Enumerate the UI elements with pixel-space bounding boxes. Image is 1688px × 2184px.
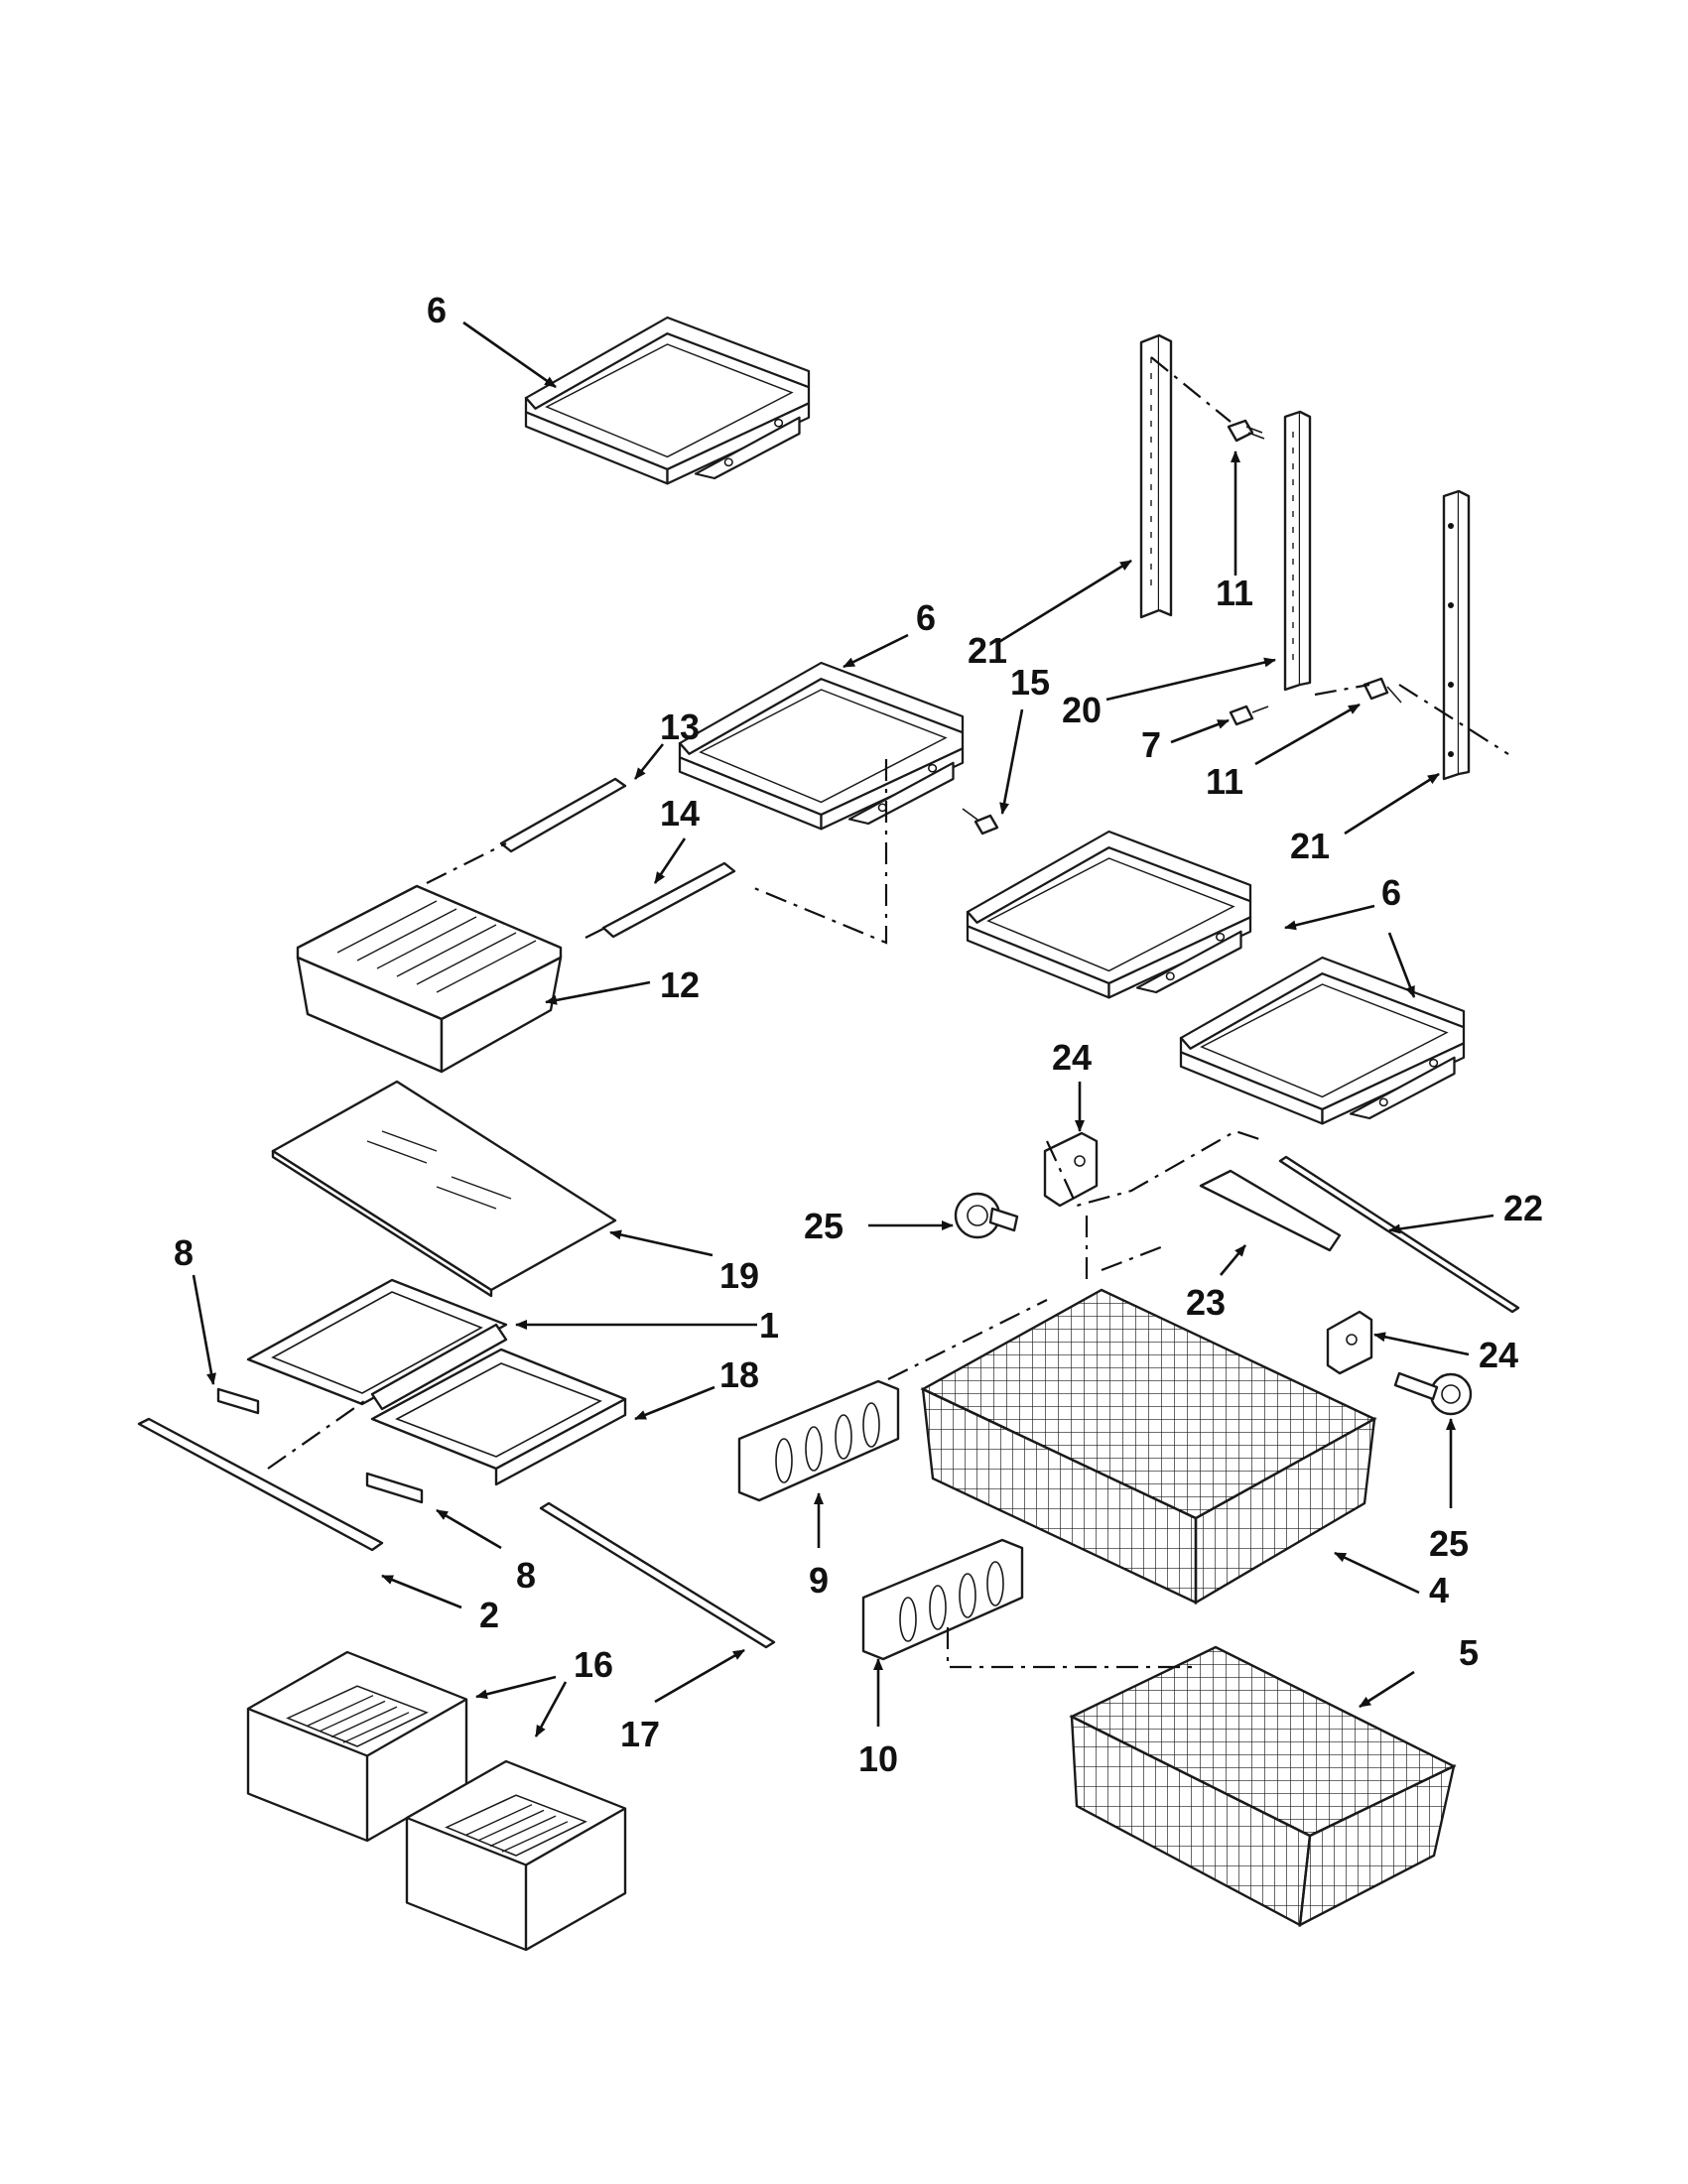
divider-10: [861, 1538, 1024, 1661]
shelf-standard-center: [1283, 410, 1312, 692]
freezer-basket-5: [1069, 1645, 1457, 1928]
crisper-cover-18: [370, 1348, 627, 1486]
callout-11-lower: 11: [1206, 761, 1243, 802]
callout-25-upper: 25: [804, 1206, 844, 1246]
callout-13: 13: [660, 707, 700, 747]
gear-25-upper: [954, 1192, 1019, 1239]
freezer-basket-4: [920, 1288, 1377, 1606]
callout-11-upper: 11: [1216, 573, 1253, 613]
callout-17: 17: [620, 1714, 660, 1754]
pad-8-lower: [365, 1472, 424, 1504]
callout-25-lower: 25: [1429, 1523, 1469, 1564]
callout-21-upper: 21: [968, 630, 1007, 671]
cantilever-shelf-top: [524, 316, 811, 485]
crisper-frame-1: [246, 1278, 508, 1411]
callout-12: 12: [660, 964, 700, 1005]
callout-20: 20: [1062, 690, 1102, 730]
callout-24-lower: 24: [1479, 1335, 1518, 1375]
hub-24-upper: [1043, 1131, 1099, 1208]
cantilever-shelf-middle: [678, 661, 965, 831]
callout-23: 23: [1186, 1282, 1226, 1323]
screw-7: [1229, 705, 1269, 726]
glass-shelf-19: [271, 1080, 617, 1298]
callout-21-lower: 21: [1290, 826, 1330, 866]
slide-rail-13: [499, 777, 627, 853]
callout-9: 9: [809, 1560, 829, 1601]
callout-19: 19: [719, 1255, 759, 1296]
callout-1: 1: [759, 1305, 779, 1346]
callout-22: 22: [1503, 1188, 1543, 1228]
callout-18: 18: [719, 1354, 759, 1395]
pad-8-upper: [216, 1387, 260, 1415]
screw-11-lower: [1363, 677, 1402, 704]
callout-8-lower: 8: [516, 1555, 536, 1596]
callout-6-middle: 6: [916, 597, 936, 638]
callout-5: 5: [1459, 1632, 1479, 1673]
callout-14: 14: [660, 793, 700, 834]
rod-22: [1278, 1155, 1520, 1314]
gear-25-lower: [1393, 1371, 1473, 1416]
rod-17: [539, 1501, 776, 1649]
callout-2: 2: [479, 1595, 499, 1635]
rail-23: [1199, 1169, 1342, 1252]
pan-12: [296, 884, 563, 1074]
callout-7: 7: [1141, 724, 1161, 765]
slide-rail-14: [601, 861, 736, 939]
cantilever-shelf-right-lower: [1179, 956, 1466, 1125]
shelf-standard-left: [1139, 333, 1173, 619]
trim-2: [137, 1417, 384, 1552]
hub-24-lower: [1326, 1310, 1373, 1375]
dashed-assembly-lines: [267, 356, 1509, 1669]
cantilever-shelf-right-upper: [966, 830, 1252, 999]
callout-10: 10: [858, 1738, 898, 1779]
callout-6-top: 6: [427, 290, 447, 330]
screw-15: [962, 808, 999, 835]
callout-8-upper: 8: [174, 1232, 194, 1273]
shelf-standard-right: [1442, 489, 1471, 781]
callout-4: 4: [1429, 1570, 1449, 1610]
divider-9: [737, 1379, 900, 1502]
callout-labels: 6 6 6 21 15 11 20 7 11 21 13 14 12 24 25…: [174, 290, 1543, 1779]
callout-6-right: 6: [1381, 872, 1401, 913]
screw-11-upper: [1227, 419, 1265, 443]
callout-15: 15: [1010, 662, 1050, 703]
callout-arrows: [192, 321, 1494, 1737]
callout-16: 16: [574, 1644, 613, 1685]
callout-24-upper: 24: [1052, 1037, 1092, 1078]
